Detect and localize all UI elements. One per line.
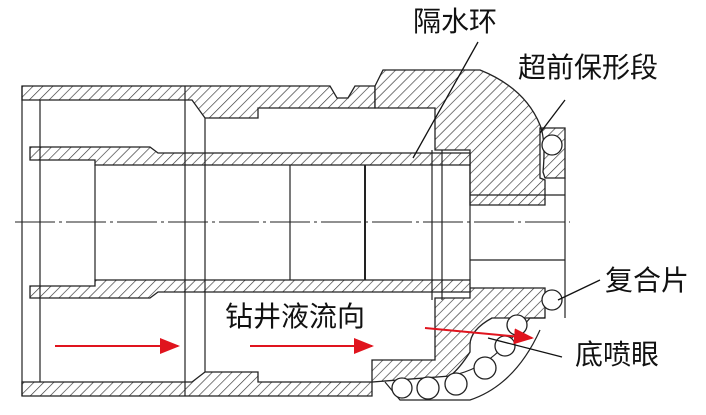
- label-bottom-nozzle: 底喷眼: [575, 338, 660, 371]
- inner-tube-top: [29, 146, 471, 166]
- outer-shell-bottom: [21, 371, 373, 397]
- nozzle: [444, 372, 468, 396]
- leader-advance-shape-section: [539, 99, 566, 134]
- nozzle: [416, 376, 440, 400]
- label-composite-cutter: 复合片: [605, 264, 690, 297]
- leader-composite-cutter: [557, 279, 601, 301]
- nozzle: [506, 314, 528, 336]
- composite-cutter-bottom: [541, 289, 563, 311]
- label-advance-shape-section: 超前保形段: [518, 51, 659, 84]
- outer-shell-top: [21, 85, 376, 119]
- inner-tube-bottom: [29, 279, 471, 299]
- nozzle: [473, 356, 497, 380]
- label-water-isolation-ring: 隔水环: [413, 5, 498, 38]
- nozzle: [391, 377, 413, 399]
- label-fluid-flow-direction: 钻井液流向: [225, 300, 366, 333]
- composite-cutter-top: [541, 134, 563, 156]
- flow-arrow: [424, 327, 534, 345]
- leader-bottom-nozzle: [487, 337, 563, 358]
- leader-water-isolation-ring: [412, 41, 479, 159]
- nozzle: [494, 335, 516, 357]
